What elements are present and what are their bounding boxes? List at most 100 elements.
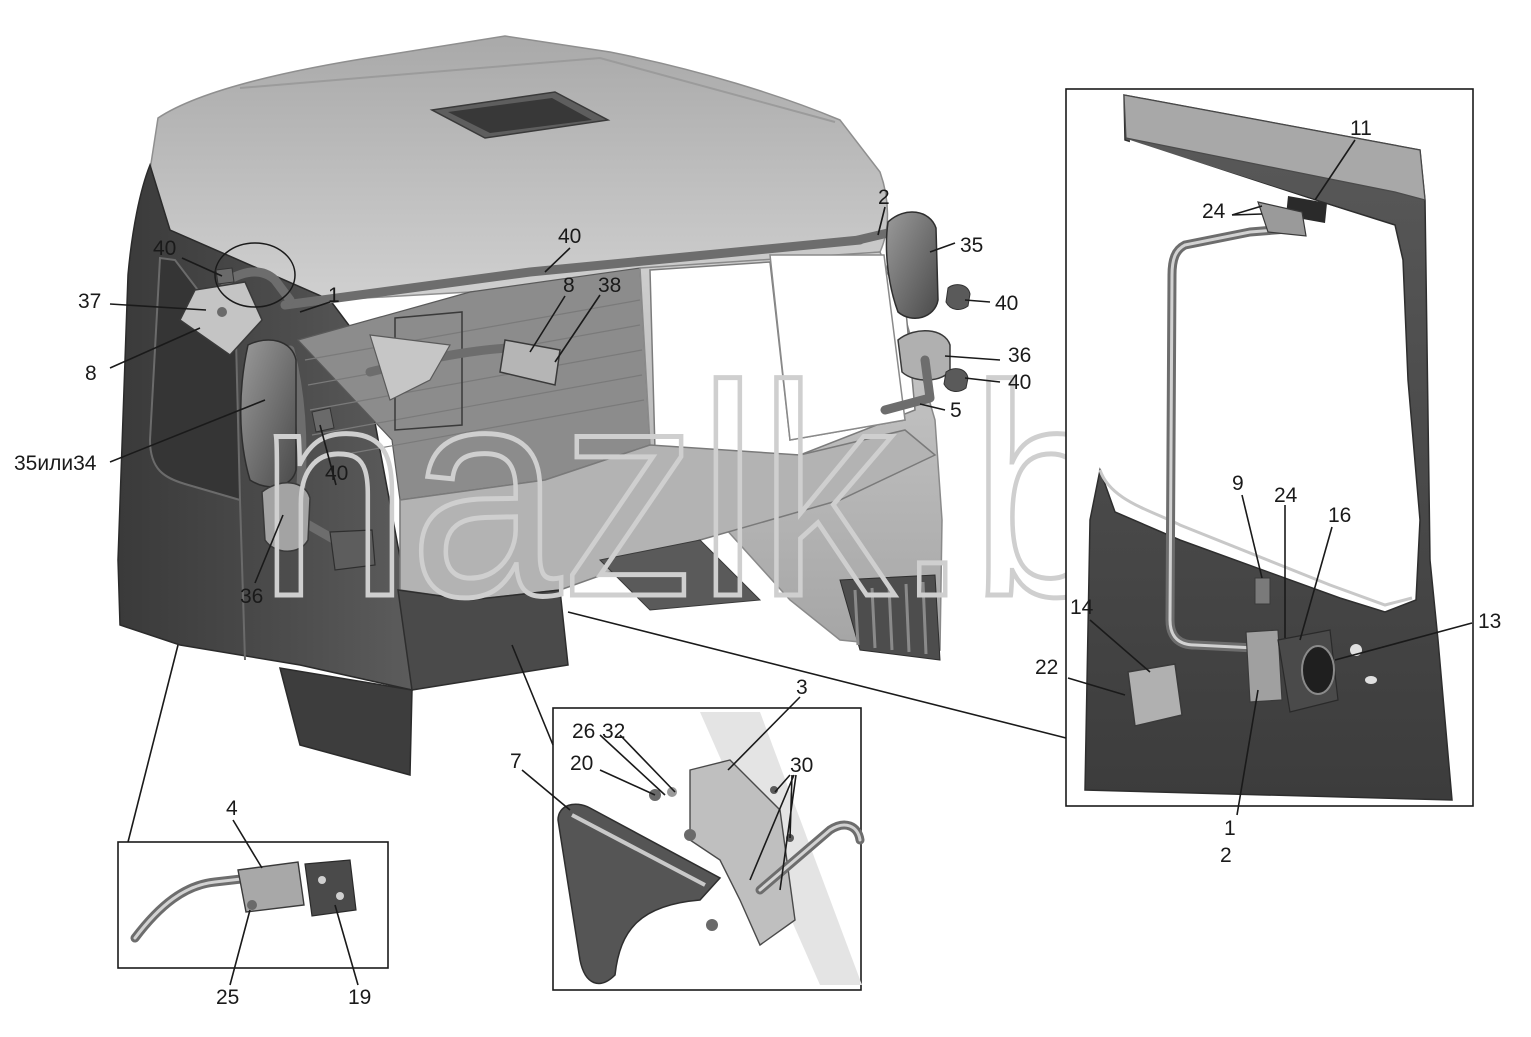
label-25: 25 — [216, 986, 239, 1009]
leader-cab-tube — [127, 644, 179, 843]
cap-40-right-lower — [943, 368, 969, 392]
mirror-37-outline — [214, 242, 296, 308]
leader-40e — [964, 377, 1001, 383]
floor-tunnel — [598, 539, 762, 611]
label-24-upper: 24 — [1202, 200, 1226, 223]
leader-38 — [554, 294, 601, 363]
inset-door — [1065, 88, 1474, 807]
leader-22 — [1067, 677, 1126, 696]
label-22: 22 — [1035, 656, 1058, 679]
leader-40c — [544, 247, 571, 273]
plate-19-hole-a — [318, 876, 326, 884]
leader-25 — [229, 909, 251, 986]
label-26: 26 — [572, 720, 595, 743]
label-36-left: 36 — [240, 585, 263, 608]
label-5: 5 — [950, 399, 962, 422]
leader-3 — [727, 696, 801, 771]
label-35-right: 35 — [960, 234, 983, 257]
mirror-8-left — [179, 281, 263, 356]
label-35-or-34: 35или34 — [14, 452, 97, 475]
door-window-opening — [1105, 140, 1412, 598]
leader-2a — [877, 206, 886, 236]
bolt-lower — [684, 829, 696, 841]
washer-26-32 — [667, 787, 677, 797]
clamp-4 — [237, 861, 305, 913]
leader-35 — [929, 242, 956, 253]
cap-40-right-upper — [945, 284, 971, 310]
leader-37 — [109, 303, 207, 311]
inset-bracket — [552, 707, 865, 991]
label-1-left: 1 — [328, 284, 340, 307]
leader-36b — [254, 514, 284, 584]
mirror-arm-door-hi — [1168, 226, 1302, 650]
label-40-center-top: 40 — [558, 225, 581, 248]
door-opening-right — [769, 254, 906, 441]
leader-24a — [1231, 205, 1263, 216]
lower-hinge — [1245, 629, 1283, 703]
label-9: 9 — [1232, 472, 1244, 495]
upper-bracket-24 — [1257, 201, 1307, 237]
leader-32 — [619, 734, 676, 793]
leader-40a — [181, 257, 223, 277]
leader-40b — [319, 424, 337, 486]
label-4: 4 — [226, 797, 238, 820]
label-30: 30 — [790, 754, 813, 777]
label-20: 20 — [570, 752, 593, 775]
leader-4 — [232, 819, 263, 869]
plate-19-hole-b — [336, 892, 344, 900]
leader-30 — [749, 774, 797, 891]
label-13: 13 — [1478, 610, 1501, 633]
label-14: 14 — [1070, 596, 1094, 619]
leader-40d — [964, 299, 991, 303]
leader-19 — [334, 904, 359, 986]
leader-cab-bracket — [511, 644, 554, 746]
clip-9 — [1254, 577, 1271, 605]
leader-5 — [919, 403, 946, 411]
interior-mirror — [499, 339, 561, 386]
leader-16 — [1299, 526, 1333, 641]
leader-cab-door — [567, 611, 1067, 739]
support-7-hi — [571, 813, 706, 887]
label-37: 37 — [78, 290, 101, 313]
leader-13 — [1334, 622, 1473, 661]
bolt-25 — [247, 900, 257, 910]
leader-lines — [109, 139, 1473, 986]
leader-1b-2b — [1236, 689, 1259, 816]
mirror-5-arm — [880, 355, 935, 415]
label-11: 11 — [1350, 117, 1372, 140]
roof-ridge — [239, 56, 836, 123]
label-8-center: 8 — [563, 274, 575, 297]
cap-40-upper-left — [215, 267, 235, 285]
mirror-rail-tube — [280, 235, 865, 310]
label-16: 16 — [1328, 504, 1351, 527]
tube-end-hi — [133, 876, 252, 940]
label-8-left: 8 — [85, 362, 97, 385]
mirror-36-left-bracket — [329, 529, 376, 571]
leader-3534 — [109, 399, 266, 463]
door-panel — [1084, 94, 1453, 801]
support-7 — [557, 803, 722, 985]
floor-front-panel — [397, 589, 569, 691]
leader-9 — [1241, 494, 1263, 579]
label-19: 19 — [348, 986, 371, 1009]
plate-13-hole — [1301, 645, 1335, 695]
label-40-right-upper: 40 — [995, 292, 1018, 315]
label-40-left-mid: 40 — [325, 462, 348, 485]
plate-19 — [304, 859, 357, 917]
plate-3 — [689, 759, 796, 947]
label-40-right-lower: 40 — [1008, 371, 1031, 394]
label-38: 38 — [598, 274, 621, 297]
callout-labels: 40 37 8 1 35или34 40 8 38 2 35 40 36 40 … — [14, 117, 1501, 1009]
leader-8b — [529, 295, 566, 353]
inset-tube — [117, 841, 389, 969]
leader-11 — [1314, 139, 1356, 201]
cab-assembly — [117, 35, 971, 776]
door-top-rail — [1123, 94, 1426, 201]
left-side-seam — [239, 499, 246, 661]
roof-hatch-inner — [448, 98, 592, 133]
sun-visor-bracket — [369, 334, 451, 401]
label-24-lower: 24 — [1274, 484, 1298, 507]
leader-14 — [1089, 619, 1151, 673]
label-7: 7 — [510, 750, 522, 773]
